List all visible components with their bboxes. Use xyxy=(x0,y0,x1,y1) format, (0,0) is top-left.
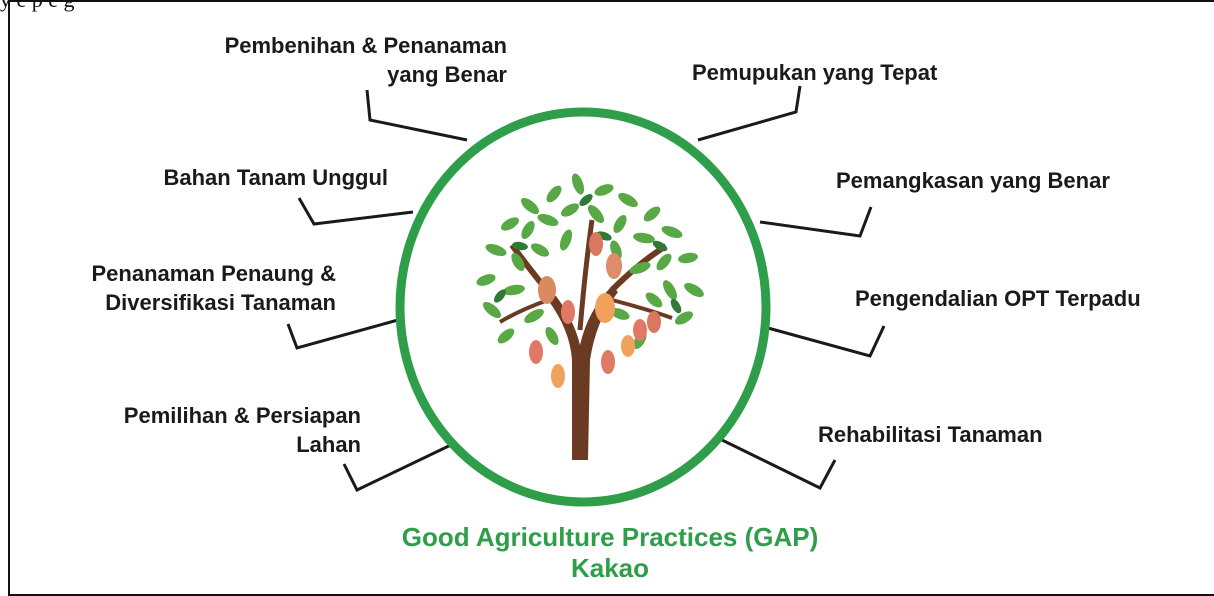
leader-line-right-2 xyxy=(759,206,873,238)
diagram-title-line1: Good Agriculture Practices (GAP) xyxy=(401,522,819,552)
diagram-title-line2: Kakao xyxy=(570,553,650,583)
label-rehabilitasi-tanaman: Rehabilitasi Tanaman xyxy=(818,422,1043,447)
label-pemupukan: Pemupukan yang Tepat xyxy=(692,60,938,85)
diagram-title: Good Agriculture Practices (GAP) Kakao xyxy=(330,522,890,584)
diagram-frame xyxy=(8,0,1214,596)
leader-line-left-4 xyxy=(342,441,456,492)
leader-line-right-1 xyxy=(697,85,802,142)
label-pengendalian-opt: Pengendalian OPT Terpadu xyxy=(855,286,1141,311)
leader-line-right-4 xyxy=(721,438,837,490)
cacao-tree-icon xyxy=(476,173,704,460)
label-bahan-tanam-unggul: Bahan Tanam Unggul xyxy=(163,165,389,190)
label-pembenihan-penanaman: Pembenihan & Penanaman yang Benar xyxy=(224,33,507,87)
label-penanaman-penaung: Penanaman Penaung & Diversifikasi Tanama… xyxy=(91,261,336,315)
leader-line-left-1 xyxy=(365,89,468,142)
leader-line-right-3 xyxy=(767,325,886,358)
leader-line-left-2 xyxy=(297,197,414,226)
clipped-top-text: y e p e g xyxy=(0,0,75,13)
label-pemangkasan: Pemangkasan yang Benar xyxy=(836,168,1110,193)
label-pemilihan-persiapan-lahan: Pemilihan & Persiapan Lahan xyxy=(123,403,361,457)
leader-line-left-3 xyxy=(286,318,399,350)
